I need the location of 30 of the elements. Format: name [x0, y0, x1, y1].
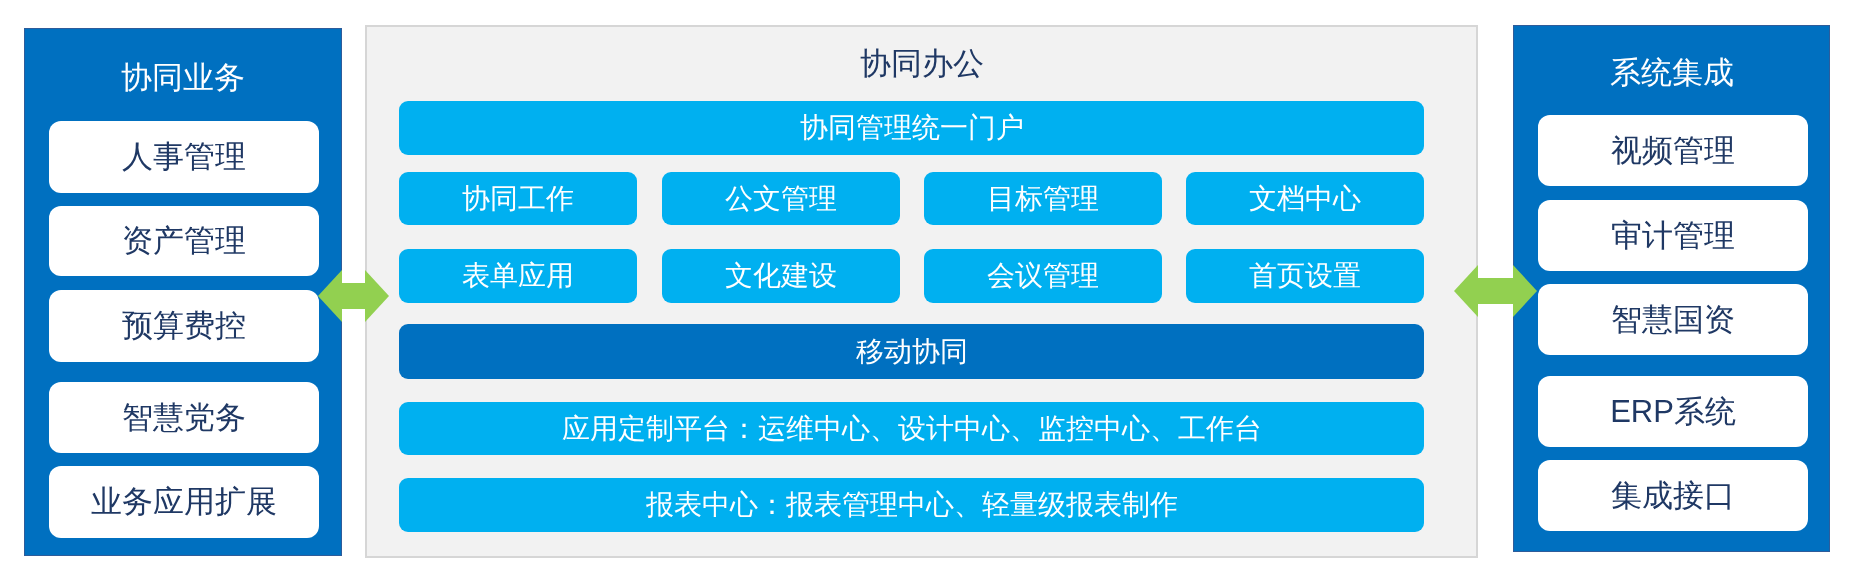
module-box: 首页设置	[1186, 249, 1424, 303]
module-box: 资产管理	[49, 206, 319, 276]
module-box: 集成接口	[1538, 460, 1808, 531]
panel	[365, 25, 1478, 558]
panel-title: 协同业务	[121, 59, 245, 97]
module-box: 人事管理	[49, 121, 319, 193]
module-bar: 报表中心：报表管理中心、轻量级报表制作	[399, 478, 1424, 532]
module-box: 审计管理	[1538, 200, 1808, 271]
module-box: 协同工作	[399, 172, 637, 225]
module-box: 表单应用	[399, 249, 637, 303]
panel	[24, 28, 342, 556]
module-box: 视频管理	[1538, 115, 1808, 186]
module-box: 公文管理	[662, 172, 900, 225]
module-box: 文化建设	[662, 249, 900, 303]
module-box: 目标管理	[924, 172, 1162, 225]
panel-title: 系统集成	[1609, 54, 1734, 92]
module-bar: 移动协同	[399, 324, 1424, 379]
module-box: ERP系统	[1538, 376, 1808, 447]
module-bar: 应用定制平台：运维中心、设计中心、监控中心、工作台	[399, 402, 1424, 455]
module-box: 智慧党务	[49, 382, 319, 453]
double-arrow	[318, 270, 389, 322]
double-arrow	[1454, 265, 1537, 317]
panel	[1513, 25, 1830, 552]
panel-title: 协同办公	[859, 45, 984, 83]
module-box: 会议管理	[924, 249, 1162, 303]
module-bar: 协同管理统一门户	[399, 101, 1424, 155]
module-box: 文档中心	[1186, 172, 1424, 225]
module-box: 智慧国资	[1538, 284, 1808, 355]
module-box: 预算费控	[49, 290, 319, 362]
module-box: 业务应用扩展	[49, 466, 319, 538]
